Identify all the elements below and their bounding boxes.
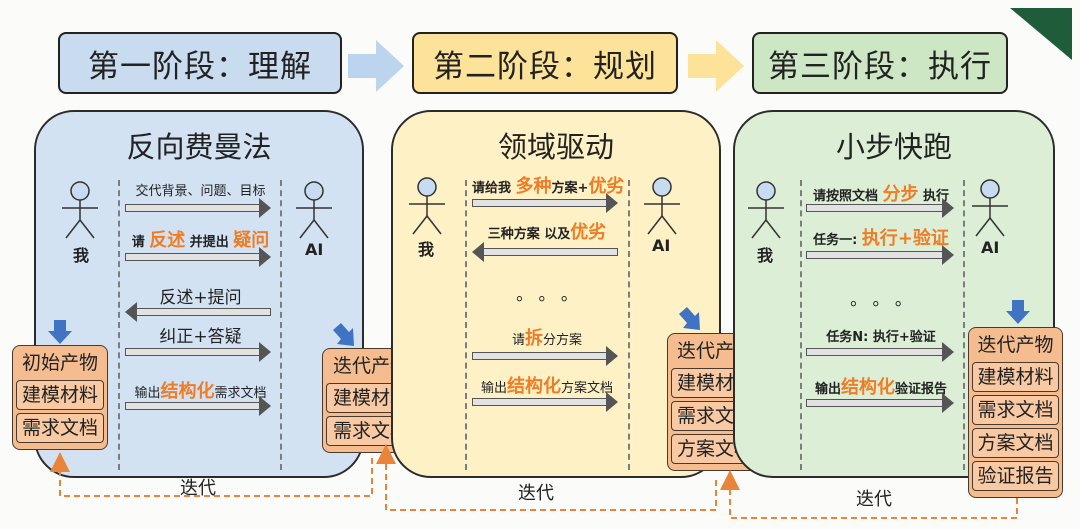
artifact-item: 方案文档 <box>972 428 1059 458</box>
arrow-right <box>806 245 954 265</box>
stage-1-label: 第一阶段：理解 <box>88 48 312 85</box>
stage-2-label: 第二阶段：规划 <box>433 48 657 85</box>
person-ai-icon <box>972 179 1008 237</box>
iteration-label-3: 迭代 <box>856 489 892 510</box>
down-arrow-icon <box>48 320 72 344</box>
panel-1-divider-right <box>280 180 282 470</box>
iteration-loop-1 <box>50 444 1018 519</box>
message: 交代背景、问题、目标 <box>135 184 266 199</box>
person-me-icon <box>409 177 445 235</box>
artifact-item: 需求文档 <box>972 395 1059 425</box>
stage-1-header: 第一阶段：理解 <box>58 32 342 94</box>
person-ai-icon <box>644 177 680 235</box>
me-label: 我 <box>73 246 90 265</box>
person-ai-icon <box>296 181 332 239</box>
arrow-right <box>125 396 271 416</box>
message: 输出结构化需求文档 <box>134 381 267 402</box>
panel-1-divider-left <box>118 180 120 470</box>
artifact-group-title: 迭代产物 <box>977 334 1054 356</box>
stage-arrow-1 <box>348 40 404 92</box>
arrow-right <box>806 393 954 413</box>
message: 任务N: 执行+验证 <box>826 330 936 345</box>
arrow-right <box>806 342 954 362</box>
message: 请按照文档 分步 执行 <box>812 184 950 205</box>
message: 任务一: 执行+验证 <box>813 228 949 249</box>
artifact-group-title: 初始产物 <box>21 352 98 374</box>
stage-3-header: 第三阶段：执行 <box>752 32 1008 94</box>
panel-3-divider-left <box>800 180 802 470</box>
ellipsis: 。 。 。 <box>516 285 578 305</box>
arrow-right <box>472 193 618 213</box>
message: 请 反述 并提出 疑问 <box>131 230 270 251</box>
message: 输出结构化验证报告 <box>814 377 948 398</box>
ai-label: AI <box>981 238 1000 257</box>
arrow-right <box>125 198 271 218</box>
panel-plan: 领域驱动 <box>391 110 721 478</box>
person-me-icon <box>748 181 784 239</box>
diag-arrow-in-icon <box>679 307 700 330</box>
artifact-item: 需求文档 <box>16 413 104 443</box>
artifact-item: 验证报告 <box>972 461 1059 491</box>
arrow-left <box>472 242 618 262</box>
message: 反述+提问 <box>159 288 242 308</box>
ai-label: AI <box>652 236 671 255</box>
stage-3-label: 第三阶段：执行 <box>768 48 992 85</box>
arrow-right <box>125 342 271 362</box>
panel-3-title: 小步快跑 <box>835 130 952 164</box>
panel-2-divider-right <box>628 180 630 470</box>
iteration-label-1: 迭代 <box>180 478 216 499</box>
arrow-right <box>472 392 618 412</box>
arrow-right <box>806 198 954 218</box>
iteration-artifacts-3: 迭代产物 建模材料 需求文档 方案文档 验证报告 <box>968 327 1063 498</box>
initial-artifacts: 初始产物 建模材料 需求文档 <box>12 345 108 450</box>
message: 请给我 多种方案+优劣 <box>472 176 625 197</box>
panel-1-title: 反向费曼法 <box>126 130 272 164</box>
artifact-item: 建模材料 <box>972 362 1059 392</box>
iteration-label-2: 迭代 <box>518 483 554 504</box>
person-me-icon <box>62 181 98 239</box>
stage-arrow-2 <box>688 40 744 92</box>
message: 三种方案 以及优劣 <box>487 222 607 243</box>
down-arrow-icon <box>1006 300 1030 324</box>
me-label: 我 <box>757 246 774 265</box>
artifact-item: 建模材料 <box>16 380 104 410</box>
ai-label: AI <box>305 240 324 259</box>
corner-ribbon <box>1010 8 1072 60</box>
diag-arrow-in-icon <box>333 323 354 346</box>
panel-3-divider-right <box>963 180 965 470</box>
arrow-right <box>472 346 618 366</box>
message: 输出结构化方案文档 <box>480 376 614 397</box>
artifact-group-title: 迭代产物 <box>332 355 409 377</box>
message: 纠正+答疑 <box>159 327 242 347</box>
me-label: 我 <box>418 240 435 259</box>
message: 请拆分方案 <box>511 328 583 349</box>
arrow-right <box>125 247 271 267</box>
panel-2-divider-left <box>465 180 467 470</box>
stage-2-header: 第二阶段：规划 <box>412 32 678 94</box>
ellipsis: 。 。 。 <box>850 290 912 310</box>
arrow-left <box>125 302 271 322</box>
panel-2-title: 领域驱动 <box>497 130 614 164</box>
